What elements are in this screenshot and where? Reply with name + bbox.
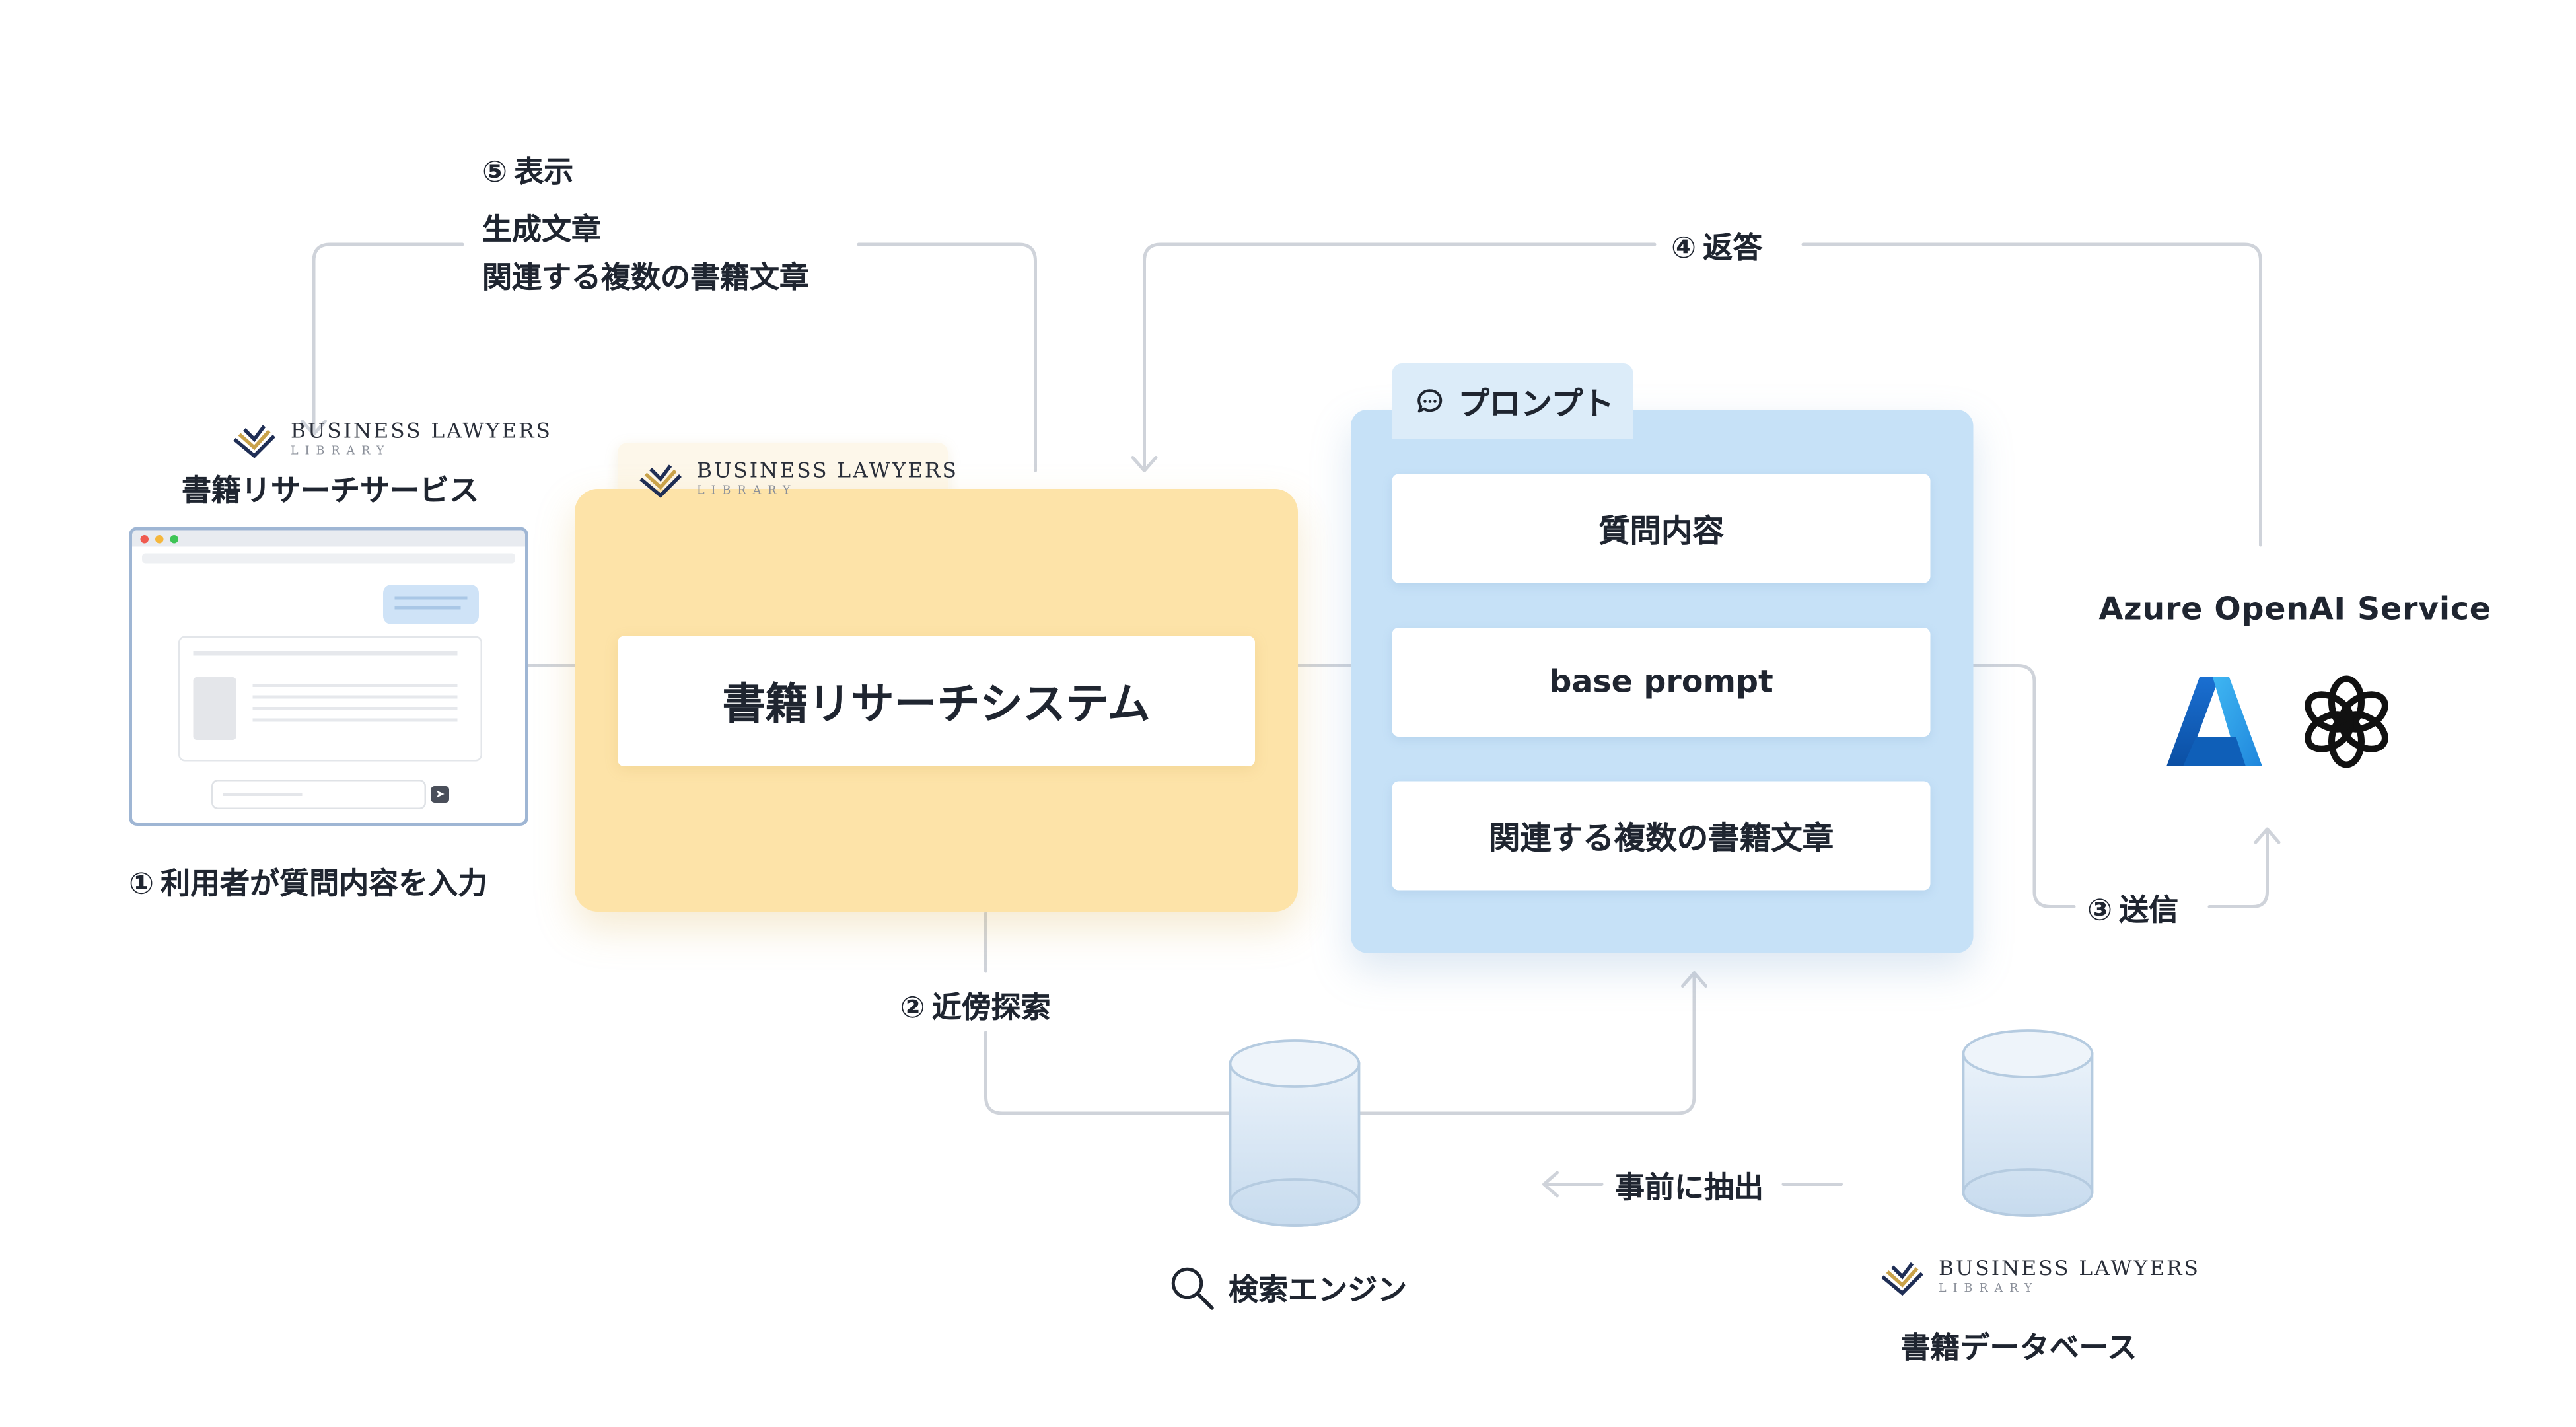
connector-response (1143, 242, 2262, 547)
browser-mockup: ➤ (129, 527, 528, 826)
address-bar (142, 553, 515, 564)
result-card (178, 636, 482, 762)
openai-logo-icon (2305, 675, 2388, 768)
chat-bubble (383, 585, 479, 624)
prompt-item-question: 質問内容 (1392, 474, 1931, 583)
maximize-dot-icon (170, 534, 178, 543)
browser-titlebar (132, 530, 525, 547)
connector-display (312, 242, 1037, 472)
send-icon[interactable]: ➤ (431, 786, 449, 803)
logo-mark-icon (639, 464, 682, 498)
prompt-item-related-texts: 関連する複数の書籍文章 (1392, 781, 1931, 891)
database-logo: BUSINESS LAWYERS LIBRARY (1879, 1257, 2200, 1297)
system-title: 書籍リサーチシステム (618, 636, 1255, 766)
service-logo: BUSINESS LAWYERS LIBRARY (231, 420, 552, 459)
prompt-item-base-prompt: base prompt (1392, 628, 1931, 737)
close-dot-icon (140, 534, 149, 543)
minimize-dot-icon (155, 534, 164, 543)
logo-mark-icon (233, 425, 275, 458)
arrowhead-extract (1542, 1171, 1559, 1198)
chat-bubble-icon (1417, 389, 1443, 413)
logo-mark-icon (1881, 1262, 1923, 1296)
prompt-tab-label: プロンプト (1458, 385, 1614, 422)
azure-logo-icon (2166, 677, 2262, 766)
service-title: 書籍リサーチサービス (182, 474, 479, 509)
pre-extract-label: 事前に抽出 (1615, 1171, 1764, 1206)
arrowhead-send (2254, 827, 2281, 844)
step5-line2: 関連する複数の書籍文章 (482, 254, 819, 297)
book-thumbnail (193, 677, 236, 740)
connector-search (984, 912, 1696, 1115)
search-icon (1171, 1267, 1214, 1310)
chat-input[interactable] (211, 780, 426, 809)
arrowhead-response (1131, 456, 1158, 472)
database-cylinder-icon (1229, 1039, 1361, 1227)
azure-title: Azure OpenAI Service (2098, 591, 2491, 628)
arrowhead-display (301, 420, 327, 436)
prompt-tab: プロンプト (1392, 363, 1633, 439)
search-engine-label: 検索エンジン (1169, 1265, 1407, 1311)
database-title: 書籍データベース (1900, 1331, 2137, 1366)
system-logo: BUSINESS LAWYERS LIBRARY (637, 459, 958, 499)
arrowhead-search (1681, 971, 1707, 988)
step5-line1: 生成文章 (482, 206, 611, 250)
database-cylinder-icon (1962, 1029, 2094, 1217)
connector-send (1972, 664, 2269, 908)
